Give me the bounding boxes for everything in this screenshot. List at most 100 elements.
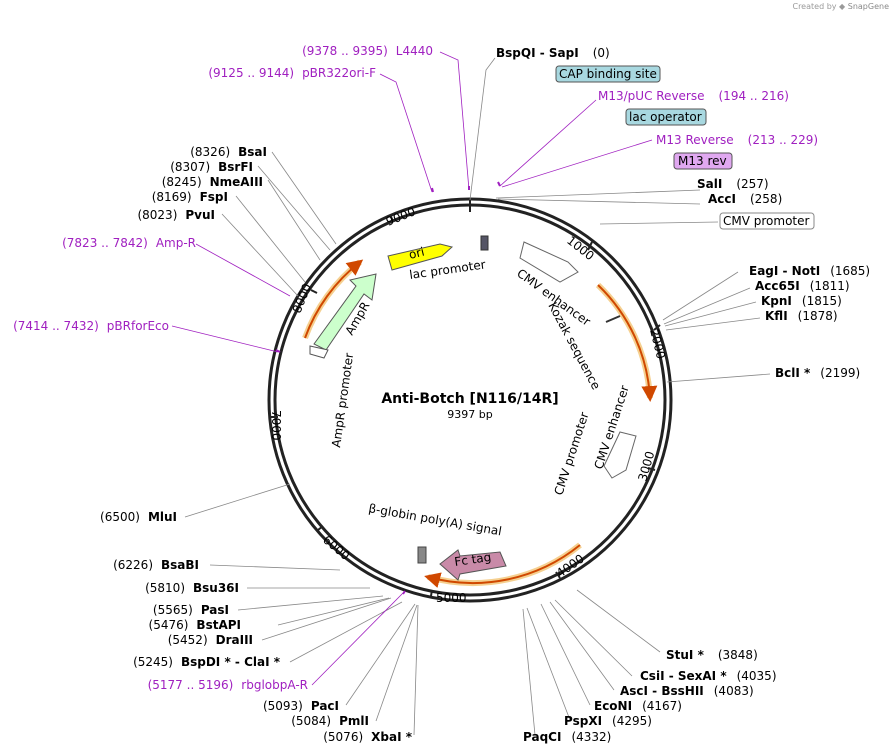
primer-pos: (7414 .. 7432) <box>13 319 99 333</box>
enzyme-pos: (5565) <box>153 603 193 617</box>
enzyme-pos: (5076) <box>323 730 363 744</box>
enzyme-pos: (8307) <box>170 160 210 174</box>
primer-name: rbglobpA-R <box>241 678 308 692</box>
primer-name: L4440 <box>396 44 433 58</box>
enzyme-pos: (5810) <box>145 581 185 595</box>
lac-operator-label: lac operator <box>629 110 702 124</box>
enzyme-name: StuI * <box>666 648 705 662</box>
credit-prefix: Created by <box>792 2 837 11</box>
tick-label: 7000 <box>269 410 283 441</box>
ampr-arrow <box>313 273 377 351</box>
orf-arc-fc-line <box>424 544 581 588</box>
svg-text:(5093)PacI: (5093)PacI <box>263 699 339 713</box>
tick-label: 5000 <box>436 591 467 605</box>
primer-leader-lines <box>171 51 653 686</box>
cmv-enhancer-2-arrow <box>603 431 637 479</box>
enzyme-pos: (1815) <box>802 294 842 308</box>
enzyme-name: BsrFI <box>218 160 253 174</box>
enzyme-name: SalI <box>697 177 722 191</box>
svg-text:EagI - NotI(1685): EagI - NotI(1685) <box>749 264 870 278</box>
tick-label: 9000 <box>384 204 418 228</box>
enzyme-name: BspDI * - ClaI * <box>181 655 281 669</box>
enzyme-name: XbaI * <box>371 730 413 744</box>
tick-label: 2000 <box>647 327 668 360</box>
svg-text:(5565)PasI: (5565) PasI <box>153 603 229 617</box>
enzyme-pos: (0) <box>593 46 610 60</box>
enzyme-pos: (1685) <box>830 264 870 278</box>
tick-label: 8000 <box>290 282 314 316</box>
enzyme-name: KflI <box>765 309 788 323</box>
svg-text:(8245)NmeAIII: (8245) NmeAIII <box>162 175 263 189</box>
cmv-promoter-label: CMV promoter <box>552 410 592 497</box>
svg-text:(5452)DraIII: (5452)DraIII <box>168 633 253 647</box>
primer-name: M13/pUC Reverse <box>598 89 705 103</box>
enzyme-name: KpnI <box>761 294 792 308</box>
svg-text:StuI *(3848): StuI * (3848) <box>666 648 758 662</box>
tick-marks <box>271 199 661 597</box>
enzyme-name: CsiI - SexAI * <box>640 669 727 683</box>
svg-text:BspQI - SapI(0): BspQI - SapI (0) <box>496 46 610 60</box>
enzyme-pos: (3848) <box>718 648 758 662</box>
svg-text:KpnI(1815): KpnI (1815) <box>761 294 842 308</box>
svg-text:CsiI - SexAI *(4035): CsiI - SexAI *(4035) <box>640 669 777 683</box>
enzyme-name: PvuI <box>185 208 215 222</box>
enzyme-pos: (6500) <box>100 510 140 524</box>
primer-pos: (213 .. 229) <box>748 133 818 147</box>
lac-promoter-marker <box>480 235 489 251</box>
enzyme-leader-lines <box>184 57 771 736</box>
enzyme-pos: (257) <box>736 177 768 191</box>
enzyme-name: EcoNI <box>594 699 632 713</box>
enzyme-name: PacI <box>311 699 339 713</box>
fc-tag-arrow <box>439 549 507 581</box>
svg-text:SalI(257): SalI (257) <box>697 177 769 191</box>
svg-text:(5476)BstAPI: (5476) BstAPI <box>149 618 241 632</box>
svg-text:(7823 .. 7842)Amp-R: (7823 .. 7842)Amp-R <box>62 236 196 250</box>
svg-text:BclI *(2199): BclI *(2199) <box>775 366 860 380</box>
enzyme-name: NmeAIII <box>210 175 263 189</box>
svg-text:(7414 .. 7432)pBRforEco: (7414 .. 7432)pBRforEco <box>13 319 169 333</box>
enzyme-pos: (4295) <box>612 714 652 728</box>
bglobin-label: β-globin poly(A) signal <box>367 501 502 538</box>
svg-text:(8307)BsrFI: (8307) BsrFI <box>170 160 253 174</box>
enzyme-name: BstAPI <box>196 618 241 632</box>
svg-text:(9378 .. 9395)L4440: (9378 .. 9395)L4440 <box>302 44 433 58</box>
ampr-promoter-arrow <box>309 345 329 359</box>
enzyme-name: AccI <box>708 192 736 206</box>
fc-tag-label: Fc tag <box>453 550 492 569</box>
enzyme-pos: (258) <box>750 192 782 206</box>
enzyme-name: BsaI <box>238 145 267 159</box>
svg-text:(6500)MluI: (6500)MluI <box>100 510 177 524</box>
svg-text:(5245)BspDI * - ClaI *: (5245)BspDI * - ClaI * <box>133 655 281 669</box>
enzyme-name: PaqCI <box>523 730 561 744</box>
enzyme-name: BspQI - SapI <box>496 46 579 60</box>
plasmid-name: Anti-Botch [N116/14R] <box>381 391 558 407</box>
snapgene-logo-icon: ◆ <box>839 2 846 11</box>
enzyme-pos: (5084) <box>291 714 331 728</box>
m13-rev-box <box>673 152 733 170</box>
orf-arc-ampr-line <box>304 259 364 339</box>
enzyme-pos: (4332) <box>571 730 611 744</box>
svg-text:M13 Reverse(213 .. 229): M13 Reverse(213 .. 229) <box>656 133 818 147</box>
enzyme-pos: (5452) <box>168 633 208 647</box>
primer-name: Amp-R <box>156 236 196 250</box>
cmv-promoter-box <box>719 212 815 230</box>
enzyme-name: PasI <box>201 603 229 617</box>
boxed-feature-labels: CAP binding site lac operator M13 rev CM… <box>555 65 815 230</box>
svg-text:(5076)XbaI *: (5076) XbaI * <box>323 730 412 744</box>
enzyme-pos: (8245) <box>162 175 202 189</box>
enzyme-pos: (5476) <box>149 618 189 632</box>
cap-binding-box <box>555 65 661 83</box>
enzyme-name: FspI <box>200 190 228 204</box>
primer-ring-marks <box>275 181 501 595</box>
enzyme-pos: (4167) <box>642 699 682 713</box>
svg-text:(8326)BsaI: (8326) BsaI <box>190 145 267 159</box>
m13-rev-label: M13 rev <box>678 154 727 168</box>
svg-text:(9125 .. 9144)pBR322ori-F: (9125 .. 9144)pBR322ori-F <box>208 66 376 80</box>
ori-label: ori <box>407 245 426 262</box>
svg-text:KflI(1878): KflI(1878) <box>765 309 838 323</box>
cmv-promoter-box-label: CMV promoter <box>723 214 810 228</box>
svg-text:M13/pUC Reverse(194 .. 216): M13/pUC Reverse(194 .. 216) <box>598 89 789 103</box>
orf-arc-cmv <box>595 282 653 399</box>
enzyme-pos: (8326) <box>190 145 230 159</box>
